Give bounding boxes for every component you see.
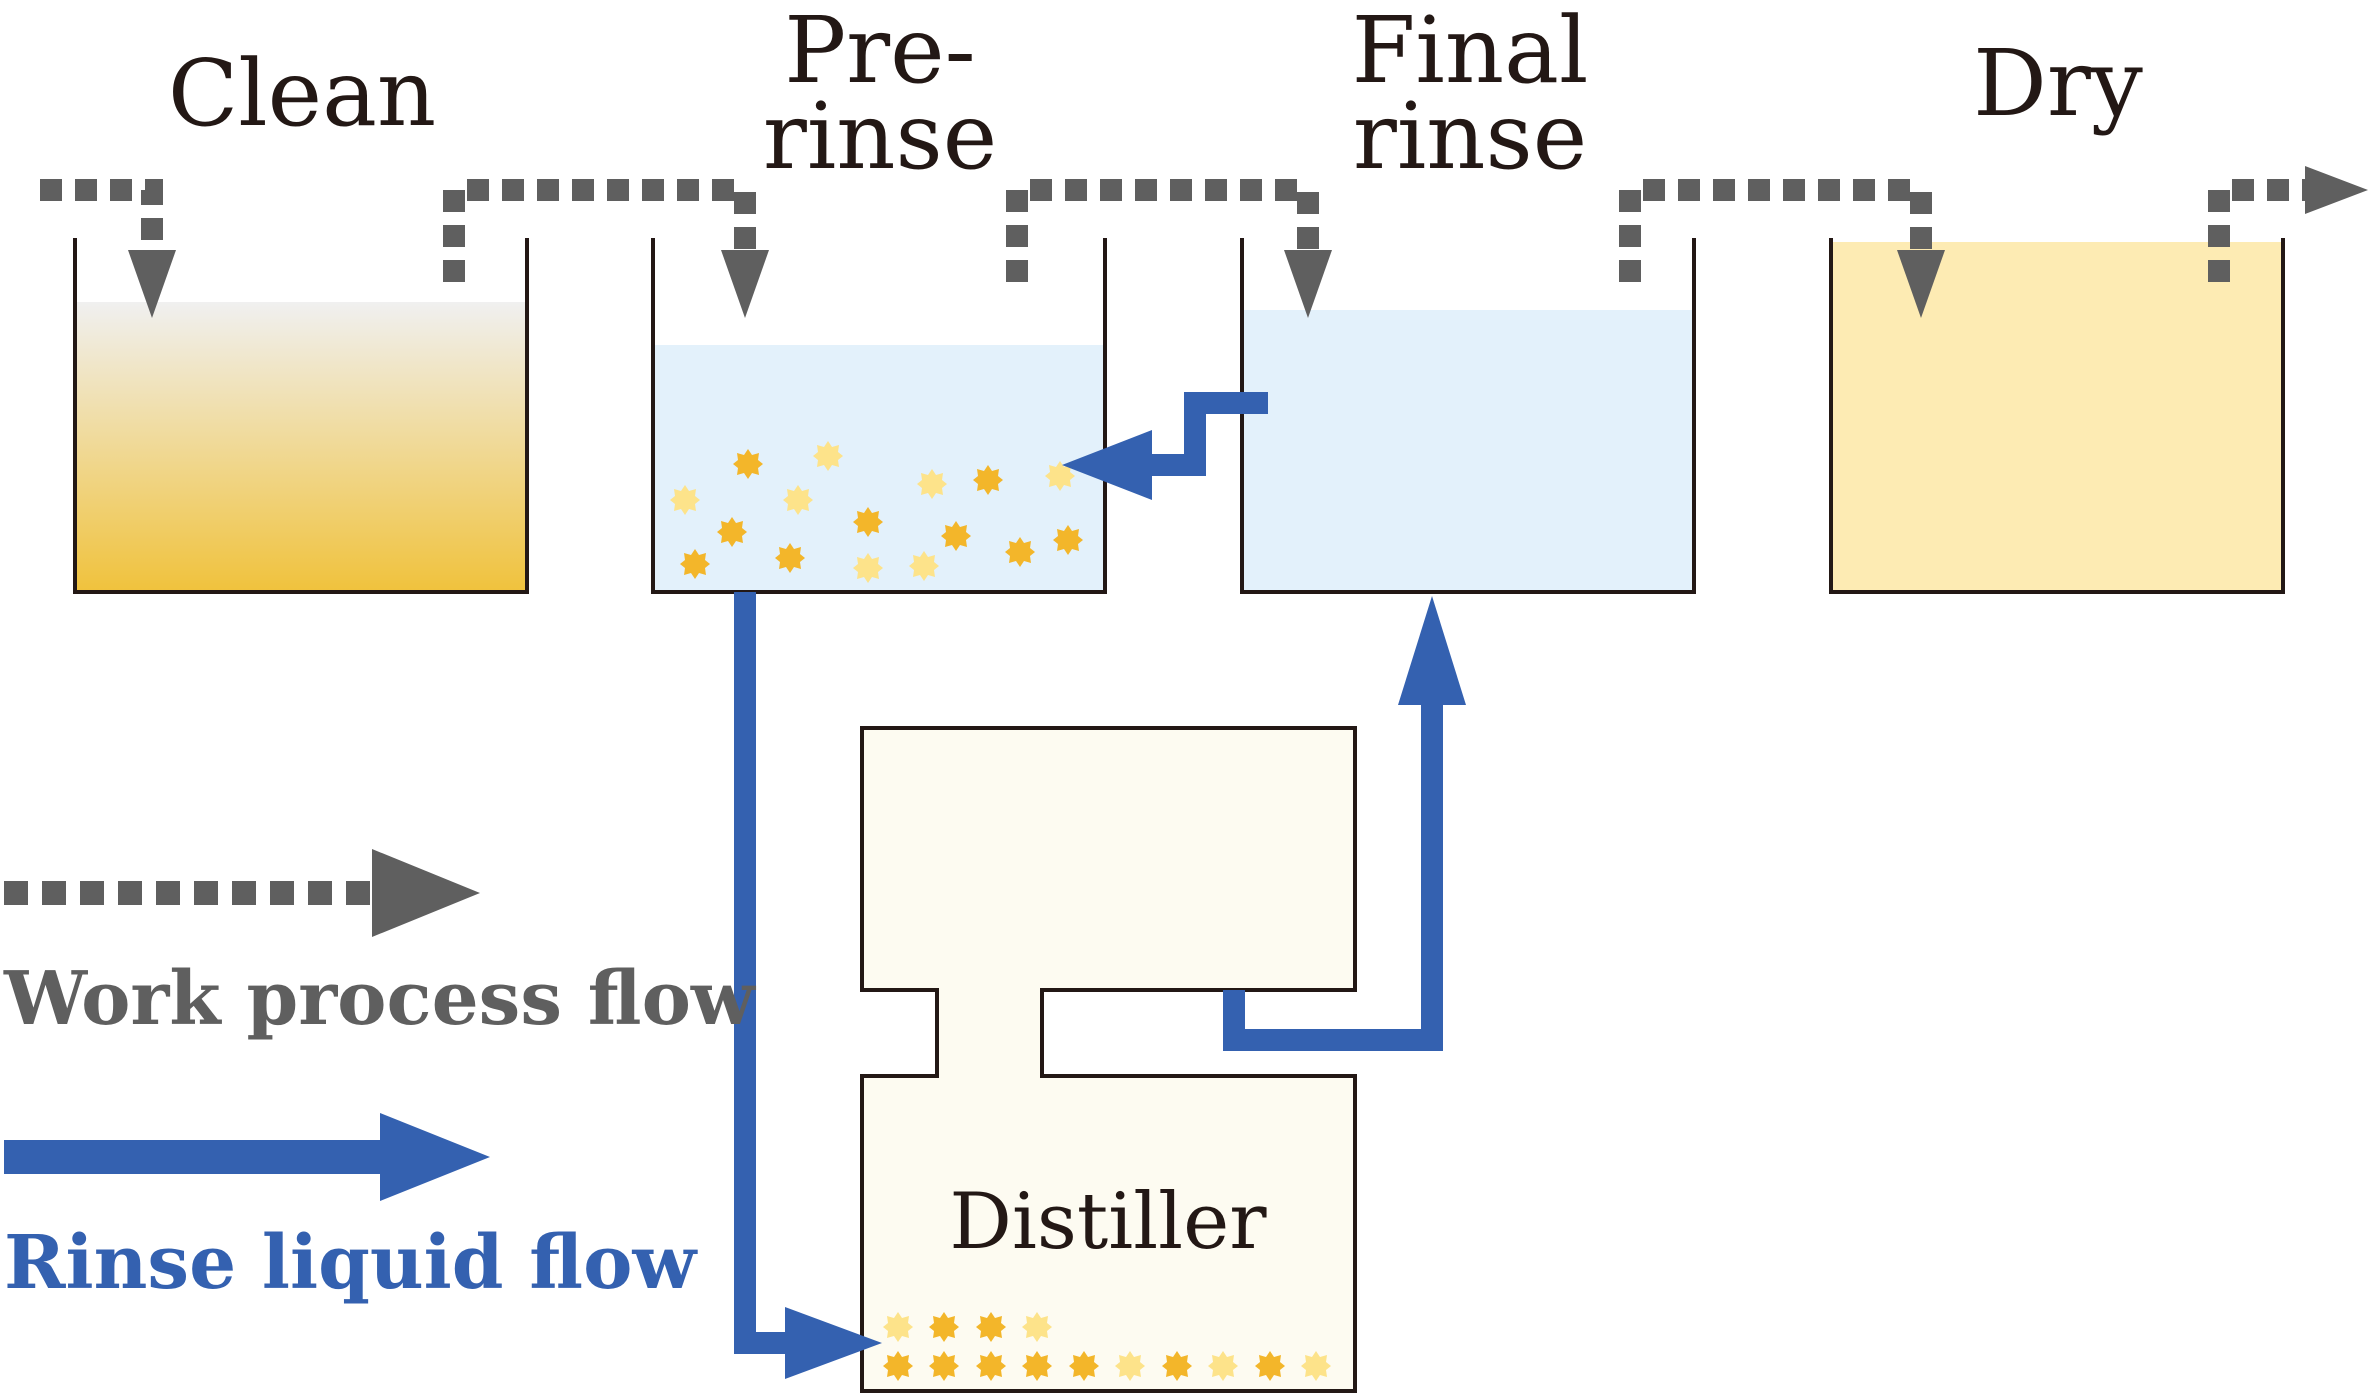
clean-tank: [73, 238, 529, 594]
work-flow-arrowhead: [1897, 250, 1945, 318]
particle: [941, 521, 971, 551]
legend-work-flow-arrowhead: [372, 849, 480, 937]
work-flow-into-clean: [40, 179, 163, 250]
legend-rinse-flow-arrowhead: [380, 1113, 490, 1201]
stage-label-clean: Clean: [168, 40, 436, 147]
particle: [853, 507, 883, 537]
particle: [909, 551, 939, 581]
particle: [1053, 525, 1083, 555]
pre-rinse-tank: [651, 238, 1107, 594]
stage-label-final-rinse-line1: Final: [1352, 0, 1589, 104]
stage-label-pre-rinse-line1: Pre-: [784, 0, 975, 104]
stage-label-dry: Dry: [1973, 30, 2143, 137]
work-flow-dry-to-exit: [2208, 179, 2310, 282]
particle: [717, 517, 747, 547]
work-flow-arrowhead: [721, 250, 769, 318]
particle: [976, 1351, 1006, 1381]
rinse-flow-arrowhead: [1062, 430, 1152, 500]
rinse-flow-arrowhead: [1398, 596, 1466, 705]
rinse-flow-arrowhead: [785, 1307, 882, 1379]
particle: [1022, 1312, 1052, 1342]
particle: [853, 553, 883, 583]
particle: [1255, 1351, 1285, 1381]
stage-label-final-rinse-line2: rinse: [1353, 83, 1587, 190]
particle: [1208, 1351, 1238, 1381]
rinse-flow-pre-rinse-to-distiller: [734, 592, 790, 1354]
particle: [783, 485, 813, 515]
particle: [680, 549, 710, 579]
distiller-label: Distiller: [949, 1177, 1267, 1267]
pre-rinse-tank-liquid: [653, 345, 1105, 592]
work-flow-arrowhead: [128, 250, 176, 318]
particle: [733, 449, 763, 479]
particle: [775, 543, 805, 573]
work-flow-arrowhead: [2305, 166, 2368, 214]
particle: [1301, 1351, 1331, 1381]
stage-label-pre-rinse-line2: rinse: [763, 83, 997, 190]
work-flow-final-rinse-to-dry: [1619, 179, 1932, 282]
work-flow-arrowhead: [1284, 250, 1332, 318]
particle: [670, 485, 700, 515]
legend: Work process flow Rinse liquid flow: [3, 849, 757, 1306]
particle: [1162, 1351, 1192, 1381]
work-flow-pre-rinse-to-final-rinse: [1006, 179, 1319, 282]
dry-tank-fill: [1831, 242, 2283, 592]
particle: [1069, 1351, 1099, 1381]
dry-tank: [1829, 238, 2285, 594]
final-rinse-tank-liquid: [1242, 310, 1694, 592]
particle: [976, 1312, 1006, 1342]
particle: [1115, 1351, 1145, 1381]
distiller-unit: [860, 726, 1357, 1393]
particle: [883, 1312, 913, 1342]
particle: [1005, 537, 1035, 567]
particle: [929, 1312, 959, 1342]
particle: [883, 1351, 913, 1381]
legend-work-flow-label: Work process flow: [3, 956, 757, 1042]
work-flow-clean-to-pre-rinse: [443, 179, 756, 282]
final-rinse-tank: [1240, 238, 1696, 594]
particle: [917, 469, 947, 499]
clean-tank-liquid: [75, 302, 527, 592]
particle: [929, 1351, 959, 1381]
rinse-flow-distiller-to-final-rinse: [1223, 700, 1443, 1051]
legend-rinse-flow-label: Rinse liquid flow: [4, 1220, 698, 1306]
particle: [813, 441, 843, 471]
particle: [1022, 1351, 1052, 1381]
particle: [973, 465, 1003, 495]
rinse-flow-final-rinse-to-pre-rinse: [1148, 392, 1268, 476]
